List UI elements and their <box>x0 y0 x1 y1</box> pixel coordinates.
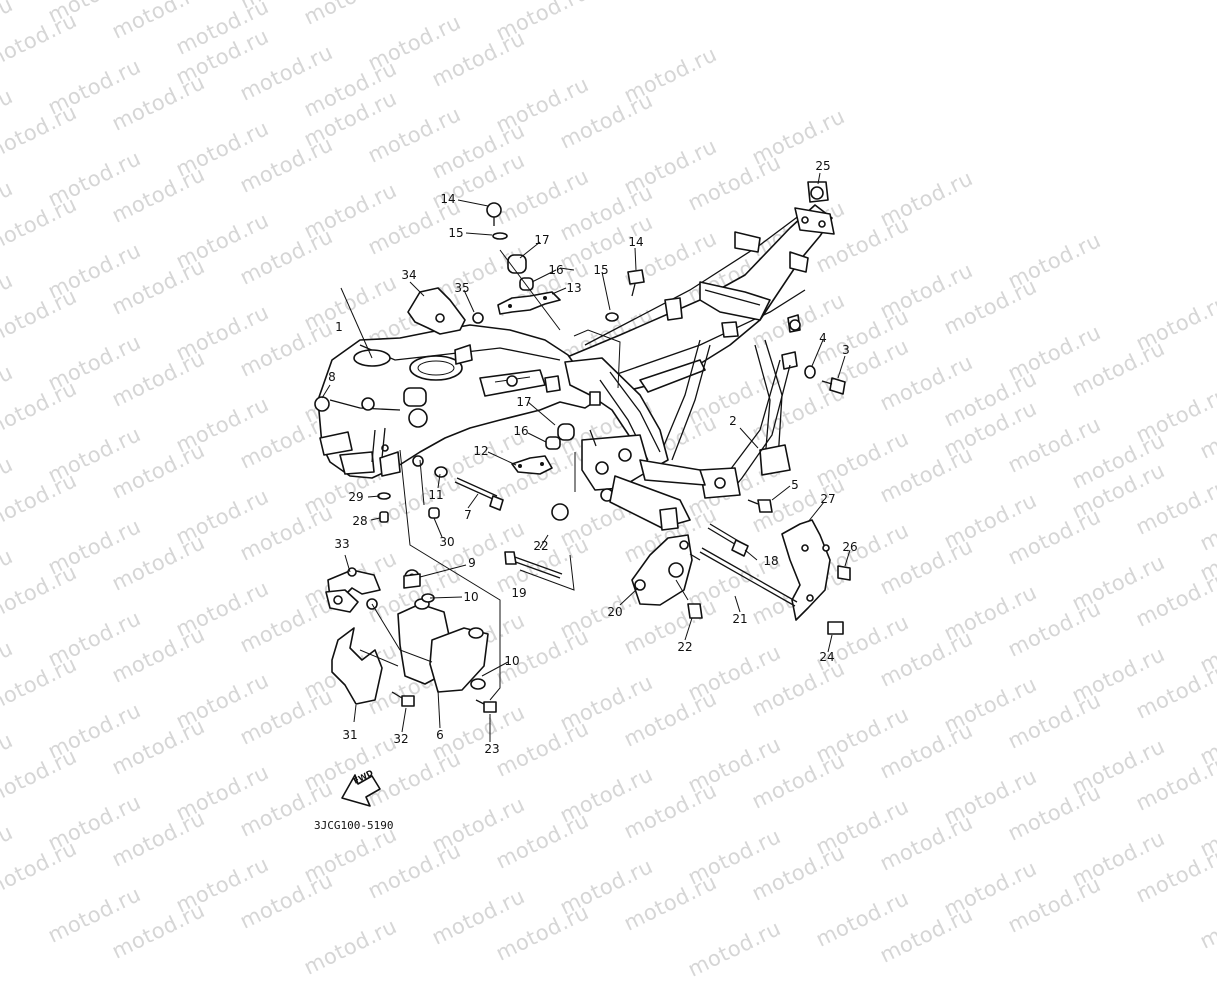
callout-11: 11 <box>428 488 444 502</box>
callout-7: 7 <box>464 508 472 522</box>
brackets-upper <box>497 291 561 475</box>
callout-6: 6 <box>436 728 444 742</box>
callout-29: 31 <box>342 728 358 742</box>
callout-1: 1 <box>335 320 343 334</box>
callout-14-top: 14 <box>440 192 456 206</box>
callout-10-top: 10 <box>463 590 479 604</box>
engine-mounts <box>564 357 706 531</box>
side-plates <box>325 287 489 705</box>
callout-35: 35 <box>454 281 470 295</box>
callout-15-top: 15 <box>448 226 464 240</box>
callout-8: 8 <box>328 370 336 384</box>
callout-20: 20 <box>607 605 623 619</box>
callout-5: 5 <box>791 478 799 492</box>
reference-code: 3JCG100-5190 <box>314 819 394 832</box>
callout-4: 4 <box>819 331 827 345</box>
callout-30: 32 <box>393 732 409 746</box>
callout-9: 9 <box>468 556 476 570</box>
callout-22-low: 22 <box>677 640 693 654</box>
callout-14-rear: 14 <box>628 235 644 249</box>
callout-21: 21 <box>732 612 748 626</box>
callout-28: 30 <box>439 535 455 549</box>
callout-33: 23 <box>484 742 500 756</box>
rear-frame <box>559 181 835 499</box>
callout-16-mid: 16 <box>513 424 529 438</box>
callout-15-rear: 15 <box>593 263 609 277</box>
callout-12: 12 <box>473 444 489 458</box>
watermark-text: motod.ru <box>300 914 401 980</box>
main-frame <box>317 324 606 479</box>
callout-13: 13 <box>566 281 582 295</box>
callout-26: 28 <box>352 514 368 528</box>
callout-10-low: 10 <box>504 654 520 668</box>
callout-16-top: 16 <box>548 263 564 277</box>
leader-lines <box>321 172 851 742</box>
callout-27: 29 <box>348 490 364 504</box>
callout-25: 26 <box>842 540 858 554</box>
frame-exploded-view <box>314 172 851 807</box>
callout-23: 27 <box>820 492 836 506</box>
rear-brackets <box>631 519 831 621</box>
fwd-arrow <box>341 774 381 807</box>
callout-22-mid: 22 <box>533 539 549 553</box>
callout-34: 34 <box>401 268 417 282</box>
callout-19: 19 <box>511 586 527 600</box>
watermark-text: motod.ru <box>684 916 785 982</box>
callout-31: 25 <box>815 159 831 173</box>
callout-24: 24 <box>819 650 835 664</box>
callout-18: 18 <box>763 554 779 568</box>
callout-32: 33 <box>334 537 350 551</box>
callout-2: 2 <box>729 414 737 428</box>
callout-17-top: 17 <box>534 233 550 247</box>
callout-3: 3 <box>842 343 850 357</box>
bolts-long <box>454 477 798 607</box>
callout-17-mid: 17 <box>516 395 532 409</box>
